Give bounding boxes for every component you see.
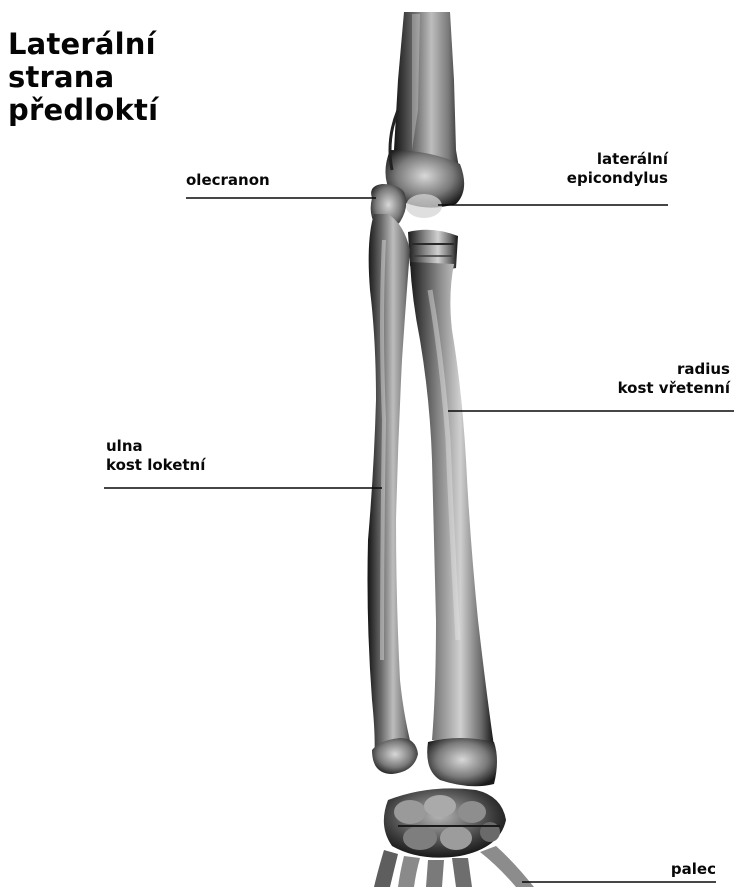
ulna-label: ulna kost loketní bbox=[106, 437, 205, 475]
title-line-2: strana bbox=[8, 61, 158, 94]
olecranon-label: olecranon bbox=[186, 171, 270, 190]
diagram-title: Laterální strana předloktí bbox=[8, 28, 158, 127]
thumb-label-text: palec bbox=[671, 860, 716, 879]
radius-bone bbox=[410, 262, 497, 786]
humerus-bone bbox=[385, 12, 464, 208]
lateral-epicondyle-label-line-2: epicondylus bbox=[567, 169, 668, 188]
ulna-label-line-2: kost loketní bbox=[106, 456, 205, 475]
carpal-bones bbox=[384, 788, 506, 857]
olecranon-label-text: olecranon bbox=[186, 171, 270, 190]
ulna-bone bbox=[368, 214, 419, 774]
ulna-label-line-1: ulna bbox=[106, 437, 205, 456]
title-line-3: předloktí bbox=[8, 94, 158, 127]
radius-label-line-2: kost vřetenní bbox=[618, 379, 730, 398]
radius-label: radius kost vřetenní bbox=[618, 360, 730, 398]
thumb-label: palec bbox=[671, 860, 716, 879]
lateral-epicondyle-label: laterální epicondylus bbox=[567, 150, 668, 188]
radius-label-line-1: radius bbox=[618, 360, 730, 379]
lateral-epicondyle-label-line-1: laterální bbox=[567, 150, 668, 169]
title-line-1: Laterální bbox=[8, 28, 158, 61]
